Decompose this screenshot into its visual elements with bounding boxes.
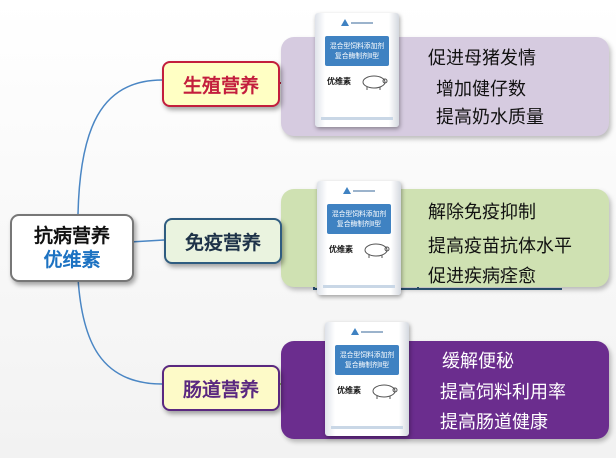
pig-icon bbox=[361, 241, 391, 259]
pig-icon bbox=[359, 73, 389, 91]
package-line-2: 复合酶制剂Ⅱ型 bbox=[337, 219, 381, 229]
package-product-name: 优维素 bbox=[327, 76, 351, 87]
category-intestinal: 肠道营养 bbox=[162, 365, 280, 411]
brand-logo-icon bbox=[347, 328, 387, 335]
branch-3-item-2: 提高饲料利用率 bbox=[440, 381, 566, 405]
product-package: 混合型饲料添加剂 复合酶制剂Ⅱ型 优维素 bbox=[315, 13, 399, 127]
root-title: 抗病营养 bbox=[34, 224, 110, 248]
package-line-1: 混合型饲料添加剂 bbox=[332, 209, 386, 219]
pig-icon bbox=[369, 382, 399, 400]
branch-2-item-2: 提高疫苗抗体水平 bbox=[428, 235, 572, 259]
branch-1-item-1: 促进母猪发情 bbox=[428, 47, 536, 71]
branch-2-item-1: 解除免疫抑制 bbox=[428, 201, 536, 225]
branch-1-item-2: 增加健仔数 bbox=[436, 78, 526, 102]
category-reproductive: 生殖营养 bbox=[162, 61, 280, 107]
product-package: 混合型饲料添加剂 复合酶制剂Ⅱ型 优维素 bbox=[317, 181, 401, 295]
branch-1-item-3: 提高奶水质量 bbox=[436, 106, 544, 130]
link-root-to-intestinal bbox=[78, 278, 162, 384]
package-line-2: 复合酶制剂Ⅱ型 bbox=[345, 360, 389, 370]
root-product: 优维素 bbox=[43, 248, 100, 272]
category-immune: 免疫营养 bbox=[164, 218, 282, 264]
brand-logo-icon bbox=[339, 187, 379, 194]
link-root-to-reproductive bbox=[78, 80, 162, 214]
branch-2-item-3: 促进疾病痊愈 bbox=[428, 265, 536, 289]
link-root-to-immune bbox=[130, 240, 164, 242]
package-line-2: 复合酶制剂Ⅱ型 bbox=[335, 51, 379, 61]
package-line-1: 混合型饲料添加剂 bbox=[340, 350, 394, 360]
package-product-name: 优维素 bbox=[337, 385, 361, 396]
product-package: 混合型饲料添加剂 复合酶制剂Ⅱ型 优维素 bbox=[325, 322, 409, 436]
branch-3-item-3: 提高肠道健康 bbox=[440, 411, 548, 435]
branch-3-item-1: 缓解便秘 bbox=[442, 350, 514, 374]
root-node: 抗病营养 优维素 bbox=[10, 214, 134, 282]
package-product-name: 优维素 bbox=[329, 244, 353, 255]
brand-logo-icon bbox=[337, 19, 377, 26]
package-line-1: 混合型饲料添加剂 bbox=[330, 41, 384, 51]
